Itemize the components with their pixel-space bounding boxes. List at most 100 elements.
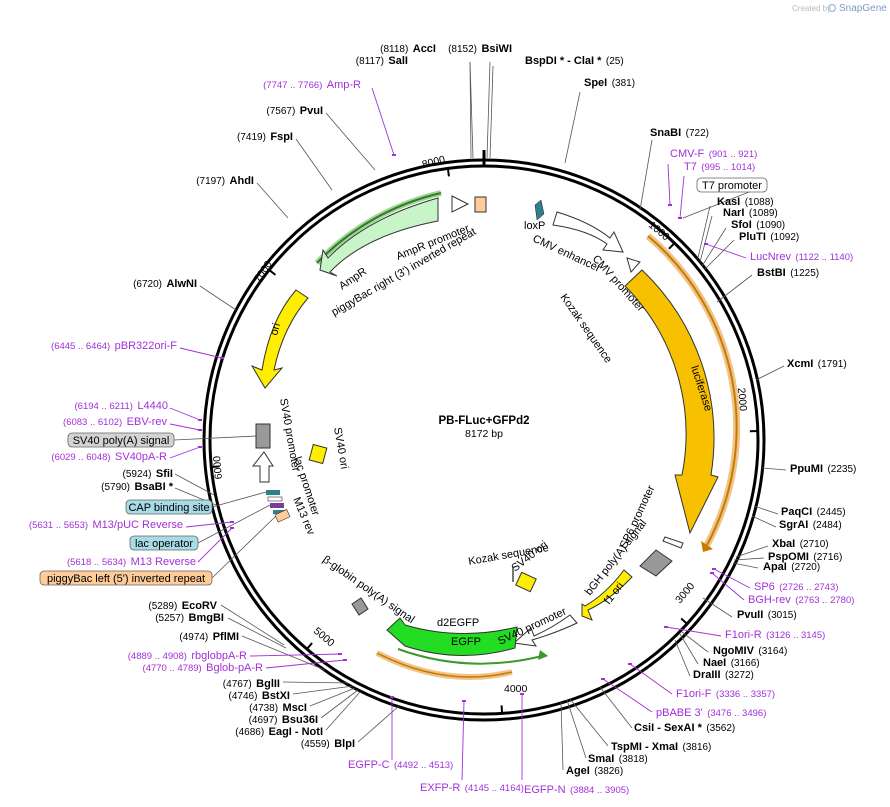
cmv-enhancer-arrow (552, 211, 624, 253)
luciferase-frame-arrowhead (701, 541, 713, 552)
enzyme-label-18[interactable]: PvuII (3015) (737, 605, 797, 622)
enzyme-label-23[interactable]: TspMI - XmaI (3816) (611, 737, 711, 754)
primer-label-4[interactable]: SP6 (2726 .. 2743) (754, 577, 838, 594)
enzyme-label-3[interactable]: BspDI * - ClaI * (25) (525, 51, 624, 68)
boxed-label-2[interactable]: CAP binding site (128, 502, 209, 514)
enzyme-label-17[interactable]: ApaI (2720) (763, 557, 820, 574)
sv40-promoter-arrow-lower (512, 614, 578, 647)
enzyme-label-39[interactable]: (7419) FspI (237, 127, 293, 144)
leader-lines (169, 61, 787, 781)
enzyme-label-10[interactable]: BstBI (1225) (757, 263, 819, 280)
boxed-label-0[interactable]: T7 promoter (702, 180, 762, 192)
boxed-label-4[interactable]: piggyBac left (5') inverted repeat (47, 573, 205, 585)
primer-site-15 (230, 521, 234, 523)
enzyme-label-14[interactable]: SgrAI (2484) (779, 515, 842, 532)
primer-label-8[interactable]: pBABE 3' (3476 .. 3496) (656, 703, 766, 720)
enzyme-label-29[interactable]: (4738) MscI (249, 698, 307, 715)
enzyme-label-16[interactable]: PspOMI (2716) (768, 547, 842, 564)
primer-label-18[interactable]: (6194 .. 6211) L4440 (75, 396, 169, 413)
primer-label-0[interactable]: (7747 .. 7766) Amp-R (263, 75, 361, 92)
enzyme-label-37[interactable]: (6720) AlwNI (133, 274, 197, 291)
enzyme-label-21[interactable]: DraIII (3272) (693, 665, 754, 682)
cap-binding-site-box (266, 490, 280, 495)
primer-label-1[interactable]: CMV-F (901 .. 921) (670, 144, 757, 161)
enzyme-label-40[interactable]: (7567) PvuI (266, 101, 323, 118)
primer-label-11[interactable]: EGFP-C (4492 .. 4513) (348, 755, 453, 772)
primer-label-16[interactable]: (6029 .. 6048) SV40pA-R (51, 447, 167, 464)
feature-cmv-enhancer: CMV enhancer (531, 233, 603, 275)
primer-leader-16 (169, 446, 201, 459)
primer-site-2 (678, 217, 682, 219)
enzyme-label-38[interactable]: (7197) AhdI (196, 171, 254, 188)
enzyme-label-33[interactable]: (5257) BmgBI (155, 608, 224, 625)
primer-label-12[interactable]: (4770 .. 4789) Bglob-pA-R (143, 658, 264, 675)
enzyme-label-11[interactable]: XcmI (1791) (787, 354, 847, 371)
enzyme-leader-4 (564, 91, 581, 164)
ori-feature-arrow (250, 289, 309, 389)
enzyme-label-9[interactable]: PluTI (1092) (739, 227, 799, 244)
luciferase-frame-line (647, 235, 738, 546)
enzyme-label-34[interactable]: (5289) EcoRV (148, 596, 217, 613)
primer-label-9[interactable]: EGFP-N (3884 .. 3905) (524, 780, 629, 797)
enzyme-label-30[interactable]: (4746) BstXI (229, 686, 290, 703)
primer-label-15[interactable]: (5631 .. 5653) M13/pUC Reverse (29, 515, 183, 532)
primer-site-4 (712, 568, 716, 570)
enzyme-label-7[interactable]: NarI (1089) (723, 203, 778, 220)
primer-label-19[interactable]: (6445 .. 6464) pBR322ori-F (51, 336, 177, 353)
primer-leader-18 (169, 407, 201, 421)
ampr-promoter-arrow (451, 195, 470, 213)
primer-site-7 (628, 663, 632, 665)
primer-label-3[interactable]: LucNrev (1122 .. 1140) (750, 247, 853, 264)
enzyme-leader-40 (325, 112, 376, 171)
primer-site-17 (198, 429, 202, 431)
enzyme-label-25[interactable]: AgeI (3826) (566, 761, 623, 778)
primer-label-2[interactable]: T7 (995 .. 1014) (684, 157, 755, 174)
enzyme-label-1[interactable]: (8117) SalI (356, 51, 408, 68)
enzyme-label-20[interactable]: NaeI (3166) (703, 653, 760, 670)
primer-label-6[interactable]: F1ori-R (3126 .. 3145) (725, 625, 825, 642)
enzyme-label-32[interactable]: (4974) PflMI (179, 627, 239, 644)
ampr-feature-arrow (319, 197, 439, 277)
primer-site-10 (462, 700, 466, 702)
primer-label-14[interactable]: (5618 .. 5634) M13 Reverse (67, 552, 196, 569)
enzyme-label-27[interactable]: (4686) EagI - NotI (235, 722, 323, 739)
primer-label-5[interactable]: BGH-rev (2763 .. 2780) (748, 590, 854, 607)
enzyme-leader-13 (753, 505, 779, 515)
boxed-label-1[interactable]: SV40 poly(A) signal (73, 435, 170, 447)
primer-label-10[interactable]: EXFP-R (4145 .. 4164) (420, 778, 524, 795)
boxed-label-3[interactable]: lac operator (135, 538, 193, 550)
enzyme-leader-7 (699, 215, 713, 263)
primer-site-11 (390, 696, 394, 698)
enzyme-label-12[interactable]: PpuMI (2235) (790, 459, 856, 476)
primer-leader-14 (197, 527, 233, 563)
enzyme-label-8[interactable]: SfoI (1090) (731, 215, 785, 232)
enzyme-label-0[interactable]: (8118) AccI (380, 39, 436, 56)
enzyme-label-19[interactable]: NgoMIV (3164) (713, 641, 787, 658)
piggybac-left-repeat-box (274, 509, 291, 523)
enzyme-label-31[interactable]: (4767) BglII (223, 674, 280, 691)
enzyme-leader-34 (220, 604, 285, 646)
enzyme-label-24[interactable]: SmaI (3818) (588, 749, 648, 766)
enzyme-label-13[interactable]: PaqCI (2445) (781, 502, 846, 519)
enzyme-label-15[interactable]: XbaI (2710) (772, 534, 829, 551)
primer-label-7[interactable]: F1ori-F (3336 .. 3357) (676, 684, 775, 701)
enzyme-label-4[interactable]: SpeI (381) (584, 73, 635, 90)
enzyme-label-6[interactable]: KasI (1088) (717, 192, 774, 209)
primer-label-17[interactable]: (6083 .. 6102) EBV-rev (63, 412, 167, 429)
enzyme-label-36[interactable]: (5924) SfiI (123, 464, 173, 481)
enzyme-label-2[interactable]: (8152) BsiWI (448, 39, 512, 56)
enzyme-label-28[interactable]: (4697) Bsu36I (249, 710, 318, 727)
tick-label-2000: 2000 (735, 387, 749, 411)
enzyme-label-22[interactable]: CsiI - SexAI * (3562) (634, 718, 735, 735)
tick-marks (211, 168, 758, 714)
piggybac-right-repeat-box (474, 196, 487, 213)
primer-label-13[interactable]: (4889 .. 4908) rbglobpA-R (128, 646, 247, 663)
enzyme-label-26[interactable]: (4559) BlpI (301, 734, 355, 751)
f1-ori-arrow (581, 569, 633, 621)
enzyme-label-35[interactable]: (5790) BsaBI * (101, 477, 174, 494)
tick-label-8000: 8000 (421, 154, 447, 171)
enzyme-leader-5 (639, 139, 653, 211)
enzyme-label-5[interactable]: SnaBI (722) (650, 123, 709, 140)
